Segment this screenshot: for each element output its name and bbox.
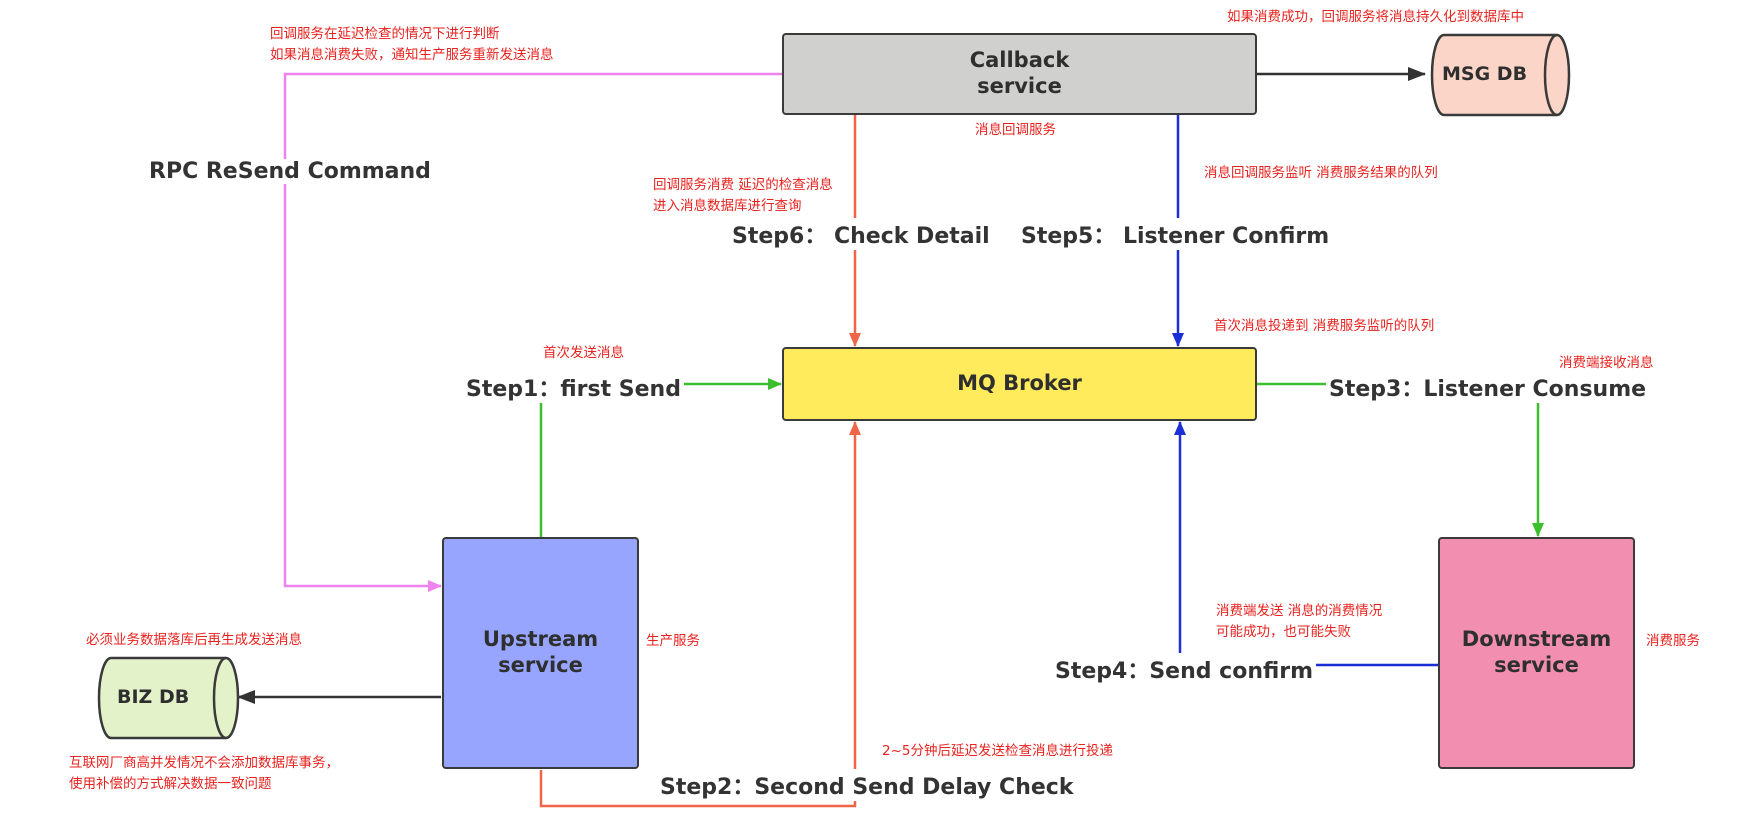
note-producer-service: 生产服务 — [646, 633, 700, 649]
rpc-resend-connector — [283, 72, 783, 592]
step3-label: Step3：Listener Consume — [1326, 371, 1650, 403]
delay-check-connector — [539, 421, 861, 808]
upstream-service-node: Upstream service — [442, 537, 639, 769]
step1-label: Step1：first Send — [463, 371, 684, 403]
first-send-connector — [539, 378, 782, 537]
note-callback-consume-check: 回调服务消费 延迟的检查消息进入消息数据库进行查询 — [653, 177, 833, 214]
note-first-send: 首次发送消息 — [543, 345, 624, 361]
note-consumer-receive: 消费端接收消息 — [1559, 355, 1654, 371]
msg-db-label: MSG DB — [1442, 63, 1528, 85]
rpc-resend-label: RPC ReSend Command — [146, 159, 434, 184]
note-callback-listen: 消息回调服务监听 消费服务结果的队列 — [1204, 165, 1438, 181]
step6-label: Step6： Check Detail — [729, 218, 993, 250]
note-callback-judge: 回调服务在延迟检查的情况下进行判断如果消息消费失败，通知生产服务重新发送消息 — [270, 26, 554, 63]
note-consumer-service: 消费服务 — [1646, 633, 1700, 649]
note-persist-on-success: 如果消费成功，回调服务将消息持久化到数据库中 — [1227, 9, 1524, 25]
msg-db-cylinder — [1430, 33, 1571, 117]
step4-label: Step4：Send confirm — [1052, 653, 1317, 685]
biz-db-cylinder — [97, 656, 240, 740]
callback-service-node: Callback service — [782, 33, 1257, 115]
mq-broker-node: MQ Broker — [782, 347, 1257, 421]
note-callback-service: 消息回调服务 — [975, 122, 1056, 138]
step5-label: Step5： Listener Confirm — [1018, 218, 1333, 250]
downstream-service-node: Downstream service — [1438, 537, 1635, 769]
note-first-delivery: 首次消息投递到 消费服务监听的队列 — [1214, 318, 1435, 334]
step2-label: Step2：Second Send Delay Check — [657, 769, 1077, 801]
note-delay-check: 2~5分钟后延迟发送检查消息进行投递 — [882, 743, 1113, 759]
note-consumer-send-result: 消费端发送 消息的消费情况可能成功，也可能失败 — [1216, 603, 1383, 640]
note-biz-first: 必须业务数据落库后再生成发送消息 — [86, 632, 302, 648]
biz-db-label: BIZ DB — [117, 686, 190, 708]
note-compensation: 互联网厂商高并发情况不会添加数据库事务，使用补偿的方式解决数据一致问题 — [69, 755, 339, 792]
listener-consume-connector — [1256, 382, 1544, 537]
